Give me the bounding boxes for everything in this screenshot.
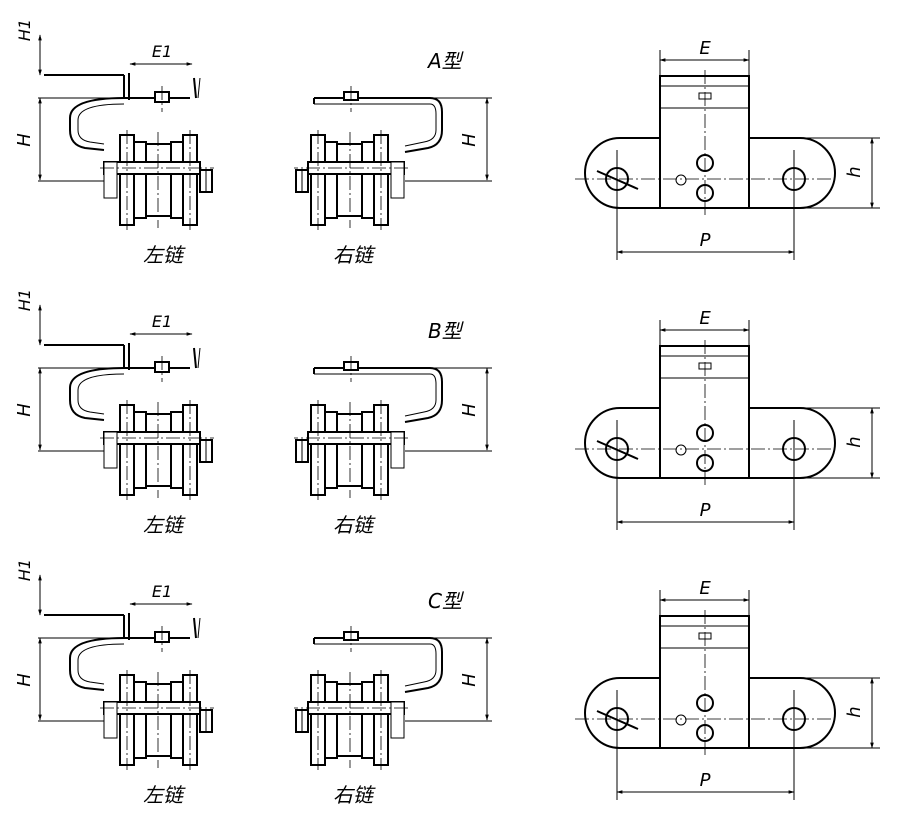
inner-plate-right: [324, 681, 338, 759]
roller: [145, 413, 172, 487]
bracket-curve-right-inner: [404, 373, 437, 417]
left-chain-view: H1H E1 左链: [14, 289, 214, 537]
inner-plate-left: [133, 141, 147, 219]
dim-e-label: E: [699, 308, 711, 329]
inner-plate-right: [170, 411, 184, 489]
row-c: H1H E1 左链 H 右链 C型 E Ph: [14, 559, 880, 807]
left-chain-caption: 左链: [143, 513, 186, 537]
roller: [336, 683, 363, 757]
left-chain-caption: 左链: [143, 783, 186, 807]
right-chain-caption: 右链: [333, 243, 376, 267]
mount-hole-small: [675, 444, 687, 456]
dim-h-right-label: H: [459, 673, 480, 687]
lug-right-edge: [197, 617, 201, 639]
dim-h-small-label: h: [844, 436, 865, 447]
bracket-curve-outer: [69, 637, 125, 691]
dim-p-label: P: [700, 500, 711, 521]
lug-right-edge: [197, 77, 201, 99]
inner-plate-left: [361, 681, 375, 759]
dim-p-label: P: [700, 770, 711, 791]
mount-hole-small: [675, 174, 687, 186]
right-chain-caption: 右链: [333, 513, 376, 537]
bracket-curve-right: [404, 637, 443, 693]
dim-p-label: P: [700, 230, 711, 251]
dim-h-right-label: H: [459, 133, 480, 147]
nut-left: [103, 701, 118, 739]
plan-view: E Ph: [575, 38, 880, 260]
lug-right-edge: [197, 347, 201, 369]
lug-right: [193, 77, 197, 99]
bracket-curve-inner: [77, 103, 125, 145]
dim-h-small-label: h: [844, 706, 865, 717]
roller: [145, 683, 172, 757]
nut-left: [390, 701, 405, 739]
dim-h-small-label: h: [844, 166, 865, 177]
nut-left: [390, 161, 405, 199]
dim-h-label: H: [14, 403, 35, 417]
bracket-curve-right: [404, 97, 443, 153]
roller: [145, 143, 172, 217]
right-chain-view: H 右链 A型: [294, 49, 492, 267]
plan-view: E Ph: [575, 308, 880, 530]
bracket-curve-inner: [77, 373, 125, 415]
left-chain-view: H1H E1 左链: [14, 559, 214, 807]
dim-h1-label: H1: [15, 19, 34, 41]
right-chain-section: [294, 130, 408, 230]
right-chain-view: H 右链 C型: [294, 589, 492, 807]
right-chain-caption: 右链: [333, 783, 376, 807]
row-b: H1H E1 左链 H 右链 B型 E Ph: [14, 289, 880, 537]
bracket-curve-outer: [69, 97, 125, 151]
dim-h-right-label: H: [459, 403, 480, 417]
type-label: B型: [428, 319, 465, 343]
bracket-curve-inner: [77, 643, 125, 685]
dim-e1-label: E1: [152, 42, 172, 61]
nut-left: [103, 161, 118, 199]
roller: [336, 413, 363, 487]
inner-plate-right: [324, 141, 338, 219]
type-label: A型: [426, 49, 465, 73]
mount-hole-small: [675, 714, 687, 726]
dim-e-label: E: [699, 578, 711, 599]
inner-plate-left: [133, 411, 147, 489]
dim-h-label: H: [14, 673, 35, 687]
inner-plate-left: [361, 411, 375, 489]
left-chain-view: H1H E1 左链: [14, 19, 214, 267]
lug-right: [193, 617, 197, 639]
inner-plate-right: [324, 411, 338, 489]
dim-e1-label: E1: [152, 582, 172, 601]
roller: [336, 143, 363, 217]
dim-e1-label: E1: [152, 312, 172, 331]
bracket-curve-right: [404, 367, 443, 423]
bracket-curve-outer: [69, 367, 125, 421]
inner-plate-left: [361, 141, 375, 219]
row-a: H1H E1 左链 H 右链 A型 E Ph: [14, 19, 880, 267]
drawing-rows: H1HE1左链H右链A型EPhH1HE1左链H右链B型EPhH1HE1左链H右链…: [14, 19, 880, 807]
left-chain-caption: 左链: [143, 243, 186, 267]
right-chain-view: H 右链 B型: [294, 319, 492, 537]
bracket-curve-right-inner: [404, 103, 437, 147]
dim-h-label: H: [14, 133, 35, 147]
nut-left: [103, 431, 118, 469]
dim-h1-label: H1: [15, 289, 34, 311]
right-chain-section: [294, 400, 408, 500]
dim-h1-label: H1: [15, 559, 34, 581]
inner-plate-left: [133, 681, 147, 759]
right-chain-section: [294, 670, 408, 770]
type-label: C型: [428, 589, 465, 613]
lug-right: [193, 347, 197, 369]
nut-left: [390, 431, 405, 469]
bracket-curve-right-inner: [404, 643, 437, 687]
inner-plate-right: [170, 141, 184, 219]
plan-view: E Ph: [575, 578, 880, 800]
dim-e-label: E: [699, 38, 711, 59]
inner-plate-right: [170, 681, 184, 759]
